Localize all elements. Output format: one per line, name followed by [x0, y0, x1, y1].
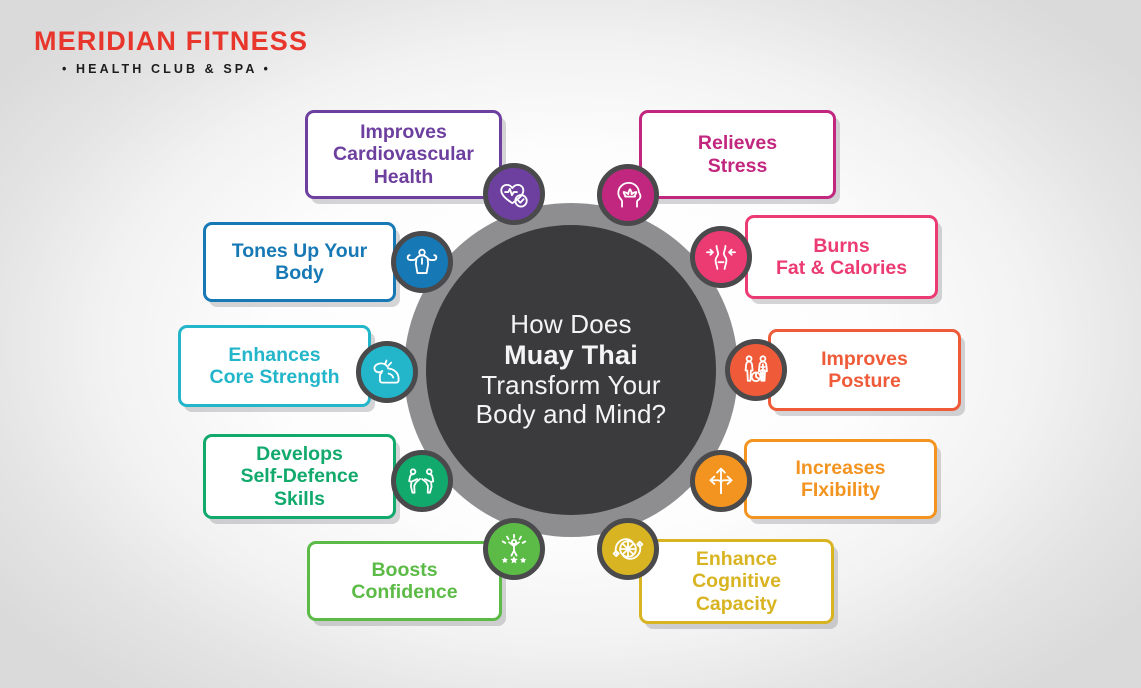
muscular-torso-icon	[405, 245, 439, 279]
badge-enhances-core-strength[interactable]	[356, 341, 418, 403]
benefit-label-line: Tones Up Your	[231, 239, 368, 262]
benefit-label-line: Core Strength	[209, 366, 340, 388]
brain-network-icon	[611, 532, 645, 566]
benefit-card-relieves-stress[interactable]: Relieves Stress	[639, 110, 836, 199]
benefit-label-line: Posture	[828, 370, 901, 392]
badge-relieves-stress[interactable]	[597, 164, 659, 226]
benefit-card-improves-posture[interactable]: Improves Posture	[768, 329, 961, 411]
hub-center: How Does Muay Thai Transform Your Body a…	[426, 225, 716, 515]
benefit-card-develops-self-defence-skills[interactable]: Develops Self-Defence Skills	[203, 434, 396, 519]
benefit-label-line: Burns	[813, 234, 870, 257]
benefit-label-line: Fat & Calories	[775, 257, 908, 279]
brand-name: MERIDIAN FITNESS	[34, 26, 309, 56]
flexing-bicep-icon	[370, 355, 404, 389]
hub-title: How Does Muay Thai Transform Your Body a…	[476, 310, 667, 430]
badge-improves-cardiovascular-health[interactable]	[483, 163, 545, 225]
benefit-label-line: Enhance	[695, 548, 778, 571]
badge-boosts-confidence[interactable]	[483, 518, 545, 580]
posture-spine-icon	[739, 353, 773, 387]
benefit-label-line: FIxibility	[800, 479, 881, 501]
benefit-label-line: Enhances	[228, 343, 321, 366]
hub-title-line-4: Body and Mind?	[475, 399, 667, 430]
hub-title-line-1: How Does	[510, 309, 632, 340]
head-lotus-icon	[611, 178, 645, 212]
benefit-card-enhances-core-strength[interactable]: Enhances Core Strength	[178, 325, 371, 407]
badge-increases-flexibility[interactable]	[690, 450, 752, 512]
benefit-card-tones-up-your-body[interactable]: Tones Up Your Body	[203, 222, 396, 302]
benefit-label-line: Body	[275, 262, 324, 284]
heart-pulse-check-icon	[497, 177, 531, 211]
badge-enhance-cognitive-capacity[interactable]	[597, 518, 659, 580]
benefit-label-line: Self-Defence	[240, 465, 359, 488]
benefit-card-improves-cardiovascular-health[interactable]: Improves Cardiovascular Health	[305, 110, 502, 199]
benefit-label-line: Increases	[795, 456, 886, 479]
benefit-card-burns-fat-and-calories[interactable]: Burns Fat & Calories	[745, 215, 938, 299]
badge-improves-posture[interactable]	[725, 339, 787, 401]
benefit-label-line: Capacity	[695, 592, 778, 615]
badge-develops-self-defence-skills[interactable]	[391, 450, 453, 512]
benefit-label-line: Stress	[707, 154, 768, 177]
benefit-label-line: Relieves	[697, 132, 778, 155]
slim-waist-icon	[704, 240, 738, 274]
benefit-label-line: Develops	[256, 443, 343, 466]
benefit-label-line: Boosts	[371, 558, 438, 581]
hub-title-line-3: Transform Your	[481, 369, 661, 400]
celebrating-person-stars-icon	[497, 532, 531, 566]
benefit-label-line: Improves	[360, 121, 447, 144]
benefit-label-line: Skills	[274, 487, 325, 510]
benefit-label-line: Cardiovascular	[333, 143, 474, 166]
benefit-label-line: Cognitive	[692, 570, 781, 593]
benefit-label-line: Confidence	[351, 581, 458, 603]
hub-title-line-2: Muay Thai	[504, 339, 638, 370]
benefit-label-line: Improves	[821, 347, 908, 370]
benefit-card-boosts-confidence[interactable]: Boosts Confidence	[307, 541, 502, 621]
brand-logo: MERIDIAN FITNESS • HEALTH CLUB & SPA •	[34, 28, 334, 76]
benefit-card-increases-flexibility[interactable]: Increases FIxibility	[744, 439, 937, 519]
brand-tagline: • HEALTH CLUB & SPA •	[62, 62, 272, 76]
benefit-label-line: Health	[373, 165, 434, 188]
three-way-arrow-icon	[704, 464, 738, 498]
benefit-card-enhance-cognitive-capacity[interactable]: Enhance Cognitive Capacity	[639, 539, 834, 624]
badge-tones-up-your-body[interactable]	[391, 231, 453, 293]
badge-burns-fat-and-calories[interactable]	[690, 226, 752, 288]
self-defence-pair-icon	[405, 464, 439, 498]
